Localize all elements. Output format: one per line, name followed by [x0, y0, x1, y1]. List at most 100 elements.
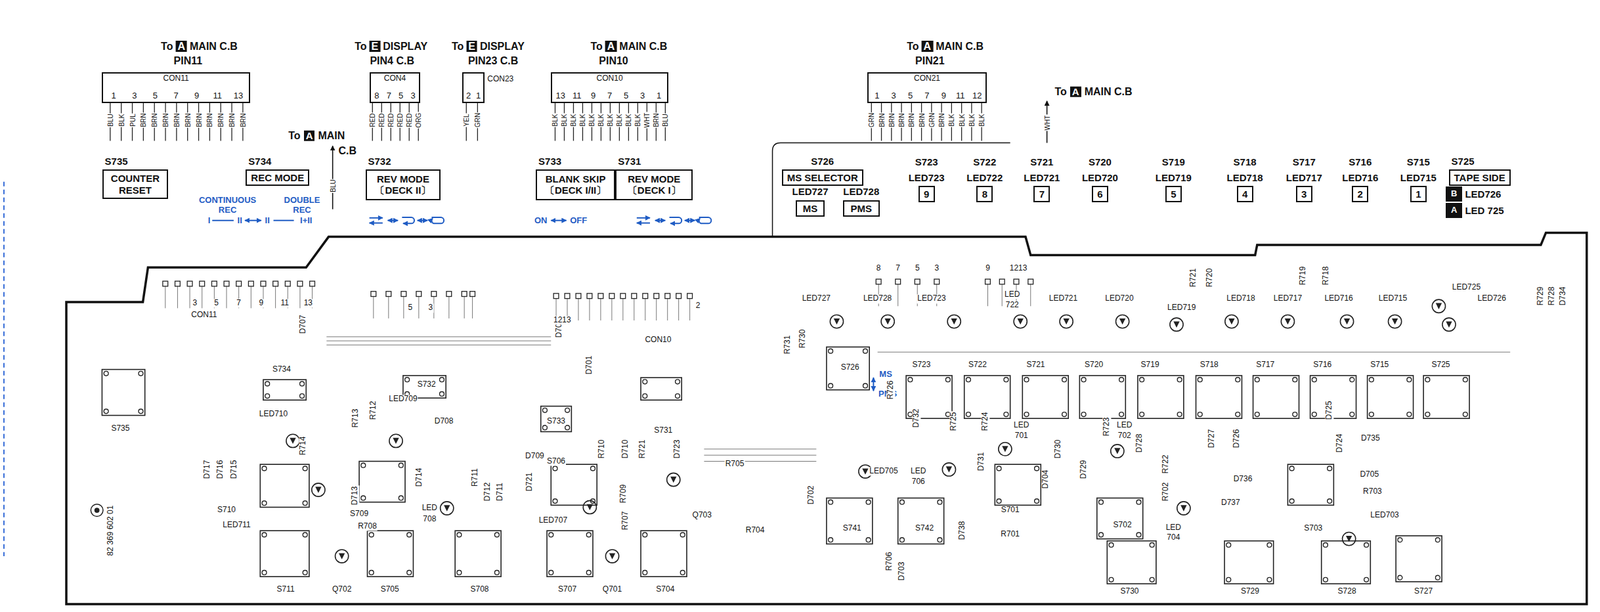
switch-label-box: MS SELECTORS726 [781, 169, 864, 186]
switch-footprint [1097, 497, 1144, 539]
component-ref: D703 [897, 561, 907, 582]
solder-pad [863, 383, 868, 389]
component-ref: R712 [368, 399, 378, 421]
solder-pad [368, 569, 374, 575]
wire-color: BLK [967, 113, 975, 128]
led-symbol [392, 437, 399, 444]
box-text: 7 [1037, 188, 1047, 200]
wire-color: BRN [938, 112, 946, 129]
copper-trace [433, 294, 434, 319]
pin-number: 9 [941, 91, 947, 101]
connector-name: CON23 [487, 74, 514, 84]
led-symbol [1177, 501, 1191, 515]
solder-pad [398, 462, 404, 468]
box-text: 2 [1355, 188, 1365, 200]
solder-pad [1149, 577, 1155, 582]
component-ref: D709 [524, 451, 545, 461]
solder-pad [439, 391, 445, 397]
component-ref: S725 [1431, 361, 1451, 370]
solder-pad [265, 381, 270, 387]
wire-color: BRN [898, 112, 906, 129]
led-symbol [1435, 303, 1442, 310]
wire-color: GRN [927, 112, 935, 129]
component-ref: LED726 [1477, 294, 1507, 304]
component-ref: S734 [271, 365, 292, 374]
component-ref: S702 [1112, 521, 1133, 530]
connector-pad [620, 293, 626, 299]
pin-number: 7 [386, 91, 392, 101]
switch-label-box: MSLED727 [795, 200, 825, 217]
wire-color: BRN [139, 112, 148, 129]
led-symbol [289, 437, 296, 444]
solder-pad [1108, 577, 1114, 582]
wire-color: RED [396, 112, 404, 129]
connector-pad [162, 281, 169, 287]
switch-footprint [826, 346, 870, 390]
solder-pad [642, 569, 648, 575]
copper-trace [226, 283, 228, 308]
component-ref: D738 [957, 520, 967, 541]
component-ref: D702 [806, 484, 816, 505]
component-ref: 3 [192, 298, 199, 308]
copper-trace [703, 448, 817, 450]
component-ref: LED709 [388, 394, 418, 404]
component-ref: 701 [1014, 431, 1029, 440]
led-symbol [942, 462, 956, 476]
component-ref: S705 [380, 585, 400, 595]
component-ref: D737 [1220, 498, 1241, 508]
component-ref: S715 [1369, 361, 1390, 370]
solder-pad [407, 569, 412, 575]
led-symbol [1442, 317, 1456, 331]
side-marker-box: BLED726 [1445, 186, 1463, 202]
destination-text: To [1053, 86, 1067, 98]
solder-pad [1003, 412, 1009, 417]
led-symbol [605, 549, 619, 563]
copper-trace [326, 340, 551, 342]
component-ref: 5 [914, 263, 921, 273]
title-text: To [906, 40, 919, 52]
pin-number: 3 [410, 91, 415, 101]
switch-footprint [540, 406, 572, 433]
copper-trace [418, 294, 419, 319]
switch-ref: S718 [1233, 156, 1257, 169]
pin-ref: PIN4 C.B [369, 54, 415, 67]
led-symbol [862, 468, 868, 475]
wire-color: PUL [128, 113, 136, 128]
component-ref: LED711 [221, 521, 251, 530]
solder-pad [1119, 412, 1125, 417]
wire-color: BRN [238, 112, 247, 129]
led-symbol [881, 314, 895, 328]
wire-color: RED [378, 112, 386, 129]
switch-label-box: REV MODE 〔DECK I〕S731 [615, 169, 693, 201]
component-ref: D710 [621, 439, 630, 460]
destination-text: MAIN [317, 129, 346, 142]
component-ref: R720 [1206, 267, 1215, 288]
solder-pad [398, 495, 404, 501]
led-ref: LED718 [1227, 172, 1264, 184]
copper-trace [275, 283, 276, 308]
switch-footprint [640, 530, 687, 577]
component-ref: S719 [1140, 361, 1161, 370]
component-ref: LED725 [1451, 283, 1482, 293]
board-letter: A [303, 129, 316, 142]
solder-pad [900, 499, 905, 505]
switch-footprint [640, 377, 682, 400]
wire-color: BLK [117, 113, 125, 128]
solder-pad [1406, 412, 1412, 417]
box-text: 9 [921, 188, 931, 200]
led-symbol [667, 472, 681, 486]
copper-trace [611, 296, 612, 321]
solder-pad [586, 569, 591, 575]
component-ref: R701 [999, 530, 1021, 540]
component-ref: 3 [933, 263, 940, 273]
solder-pad [1034, 466, 1040, 471]
component-ref: S741 [842, 523, 863, 533]
solder-pad [1136, 499, 1142, 505]
solder-pad [1119, 377, 1125, 383]
connector-pad [631, 293, 637, 299]
solder-pad [138, 370, 144, 376]
switch-label-box: 5S719LED719 [1165, 185, 1182, 203]
led-ref: LED717 [1286, 172, 1323, 184]
component-ref: S711 [276, 585, 296, 595]
